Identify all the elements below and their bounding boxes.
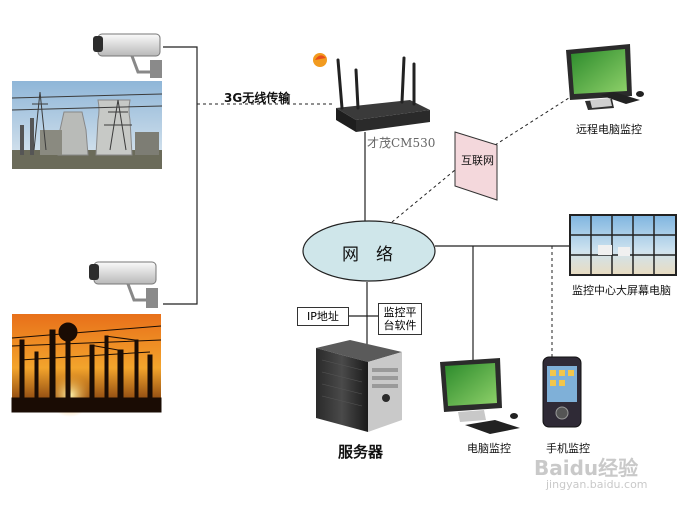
pc-monitor-label: 电脑监控: [467, 442, 511, 455]
router-icon: [313, 53, 430, 132]
remote-pc-label: 远程电脑监控: [576, 123, 642, 136]
monitor-icon: [440, 358, 520, 434]
camera-icon: [89, 261, 158, 308]
watermark-brand: Baidu经验: [534, 456, 639, 480]
phone-monitor-label: 手机监控: [546, 442, 590, 455]
wireless-label: 3G无线传输: [224, 91, 291, 105]
substation-photo: [11, 314, 162, 417]
wireless-links: [197, 95, 573, 358]
server-icon: [316, 340, 402, 432]
software-label-line1: 监控平: [383, 306, 417, 319]
monitoring-software-box: 监控平 台软件: [378, 303, 422, 335]
camera-icon: [93, 33, 162, 78]
connection-lines: [163, 46, 570, 360]
watermark-url: jingyan.baidu.com: [546, 478, 648, 491]
ip-address-box: IP地址: [297, 307, 349, 326]
server-label: 服务器: [338, 443, 384, 461]
ip-address-label: IP地址: [307, 310, 339, 323]
router-model-label: 才茂CM530: [367, 136, 436, 150]
phone-icon: [542, 356, 582, 428]
software-label-line2: 台软件: [383, 319, 417, 332]
internet-cloud: [454, 131, 498, 201]
big-screen-label: 监控中心大屏幕电脑: [572, 284, 671, 297]
monitor-icon: [566, 44, 644, 110]
power-plant-photo: [11, 81, 163, 169]
network-label: 网 络: [342, 245, 393, 265]
internet-label: 互联网: [461, 154, 494, 167]
network-ellipse: [302, 220, 436, 282]
video-wall-icon: [569, 214, 677, 276]
